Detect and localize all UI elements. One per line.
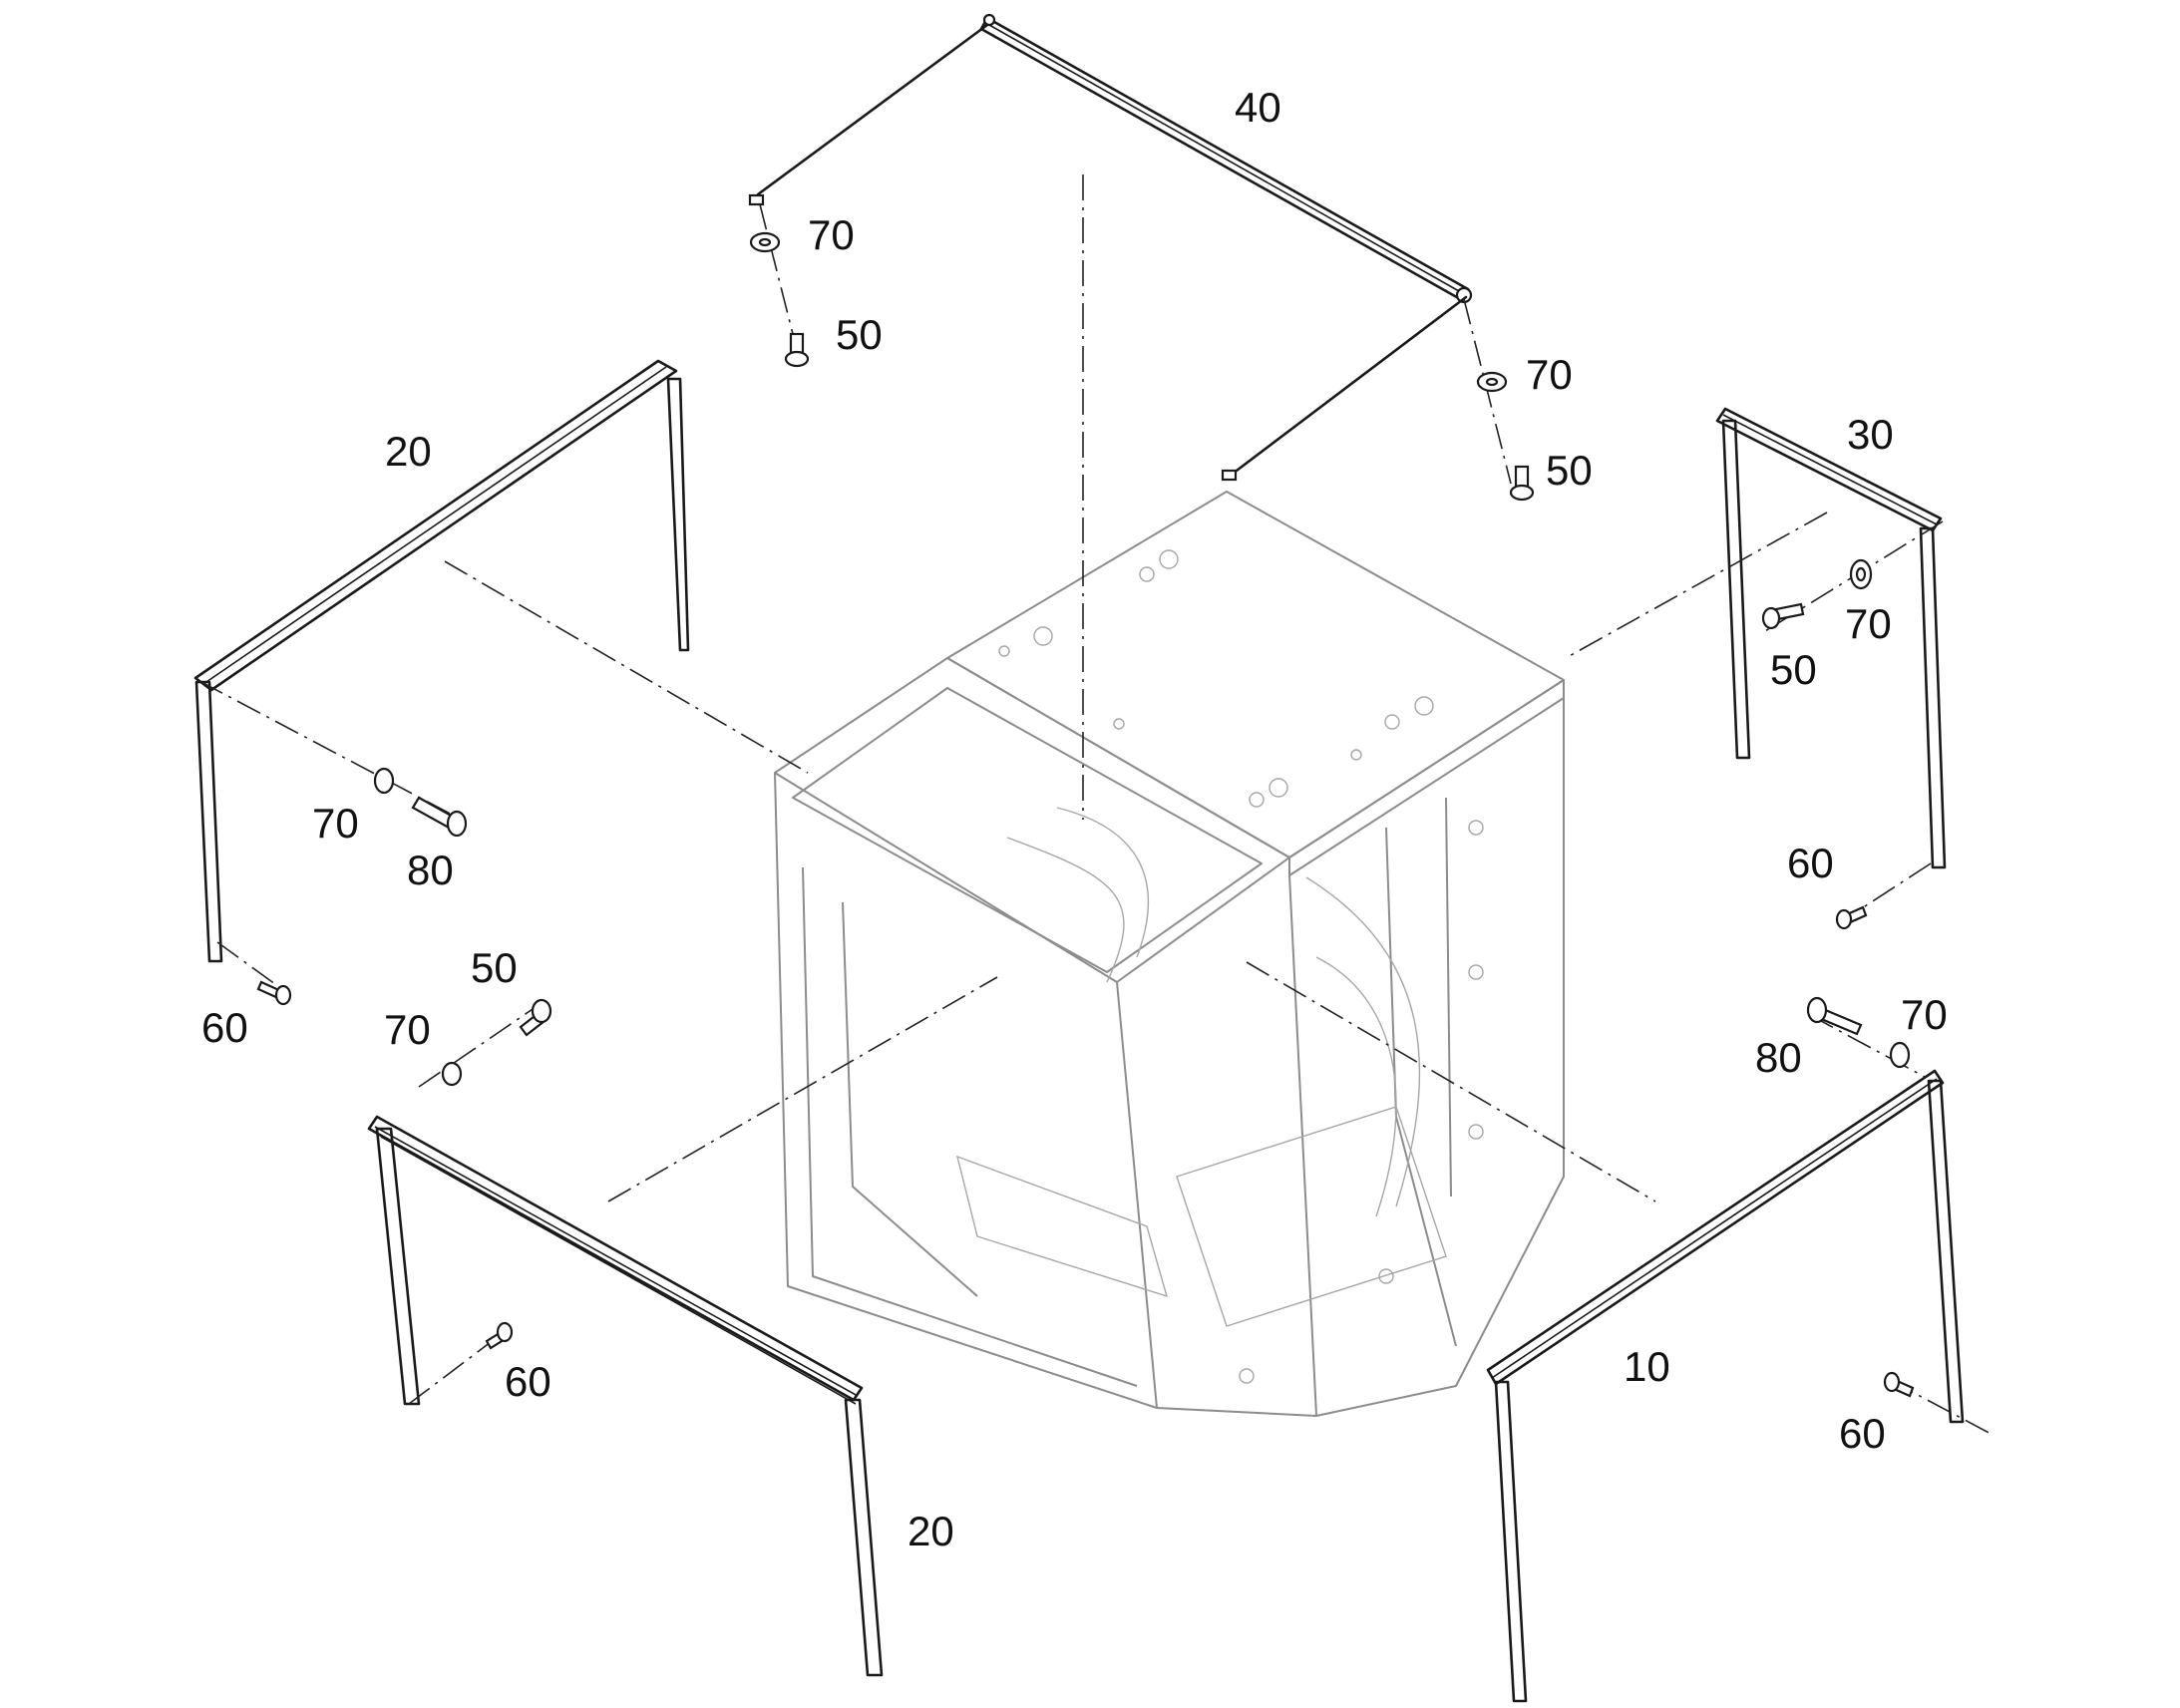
callout-labels: 40 70 50 70 50 20 30 70 50 70 80 60 60 5… (201, 84, 1948, 1554)
callout-80-lower-right: 80 (1755, 1034, 1802, 1081)
callout-50-lower-left: 50 (471, 944, 518, 991)
callout-50-right: 50 (1770, 646, 1817, 693)
callout-60-lower-right: 60 (1839, 1410, 1886, 1457)
cab-frame (774, 491, 1565, 1417)
callout-60-right: 60 (1787, 840, 1834, 886)
callout-50-top-right: 50 (1546, 447, 1593, 494)
callout-70-lower-left: 70 (384, 1006, 431, 1053)
seal-30 (1715, 407, 1947, 869)
callout-70-lower-right: 70 (1901, 991, 1948, 1038)
callout-70-left: 70 (312, 800, 359, 847)
callout-10: 10 (1624, 1343, 1670, 1390)
callout-70-right: 70 (1845, 600, 1892, 647)
seal-20-upper-left (193, 359, 690, 963)
seal-20-lower-left (367, 1115, 884, 1677)
fasteners (256, 231, 1915, 1398)
callout-20-lower: 20 (908, 1508, 954, 1554)
callout-70-top-left: 70 (808, 211, 855, 258)
callout-30: 30 (1847, 411, 1894, 458)
callout-40: 40 (1235, 84, 1281, 131)
callout-60-lower-left: 60 (505, 1358, 551, 1405)
washer-70-left (373, 767, 395, 795)
seal-40 (748, 13, 1473, 482)
callout-70-top-right: 70 (1526, 351, 1573, 398)
washer-70-lower-right (1889, 1041, 1911, 1069)
seal-10 (1486, 1069, 1965, 1703)
assembly-axes (198, 174, 1996, 1437)
callout-20-upper: 20 (385, 428, 432, 475)
callout-60-left: 60 (201, 1004, 248, 1051)
callout-50-top-left: 50 (836, 311, 883, 358)
callout-80-left: 80 (407, 847, 454, 893)
washer-70-lower-left (441, 1061, 463, 1087)
